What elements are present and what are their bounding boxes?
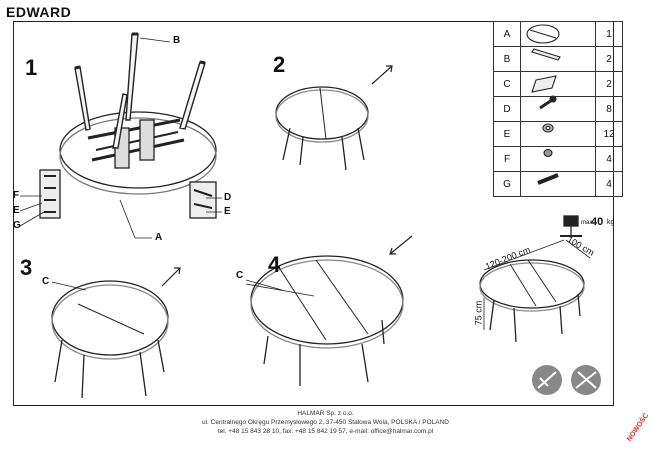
part-icon-cell (520, 121, 596, 147)
callout-g: G (13, 220, 21, 231)
part-quantity: 4 (595, 171, 623, 197)
step1-legs (74, 32, 206, 149)
callout-e-right: E (224, 206, 231, 217)
step2-table (275, 86, 369, 171)
step4-arrow (389, 235, 413, 255)
part-quantity: 1 (595, 21, 623, 47)
callout-e-left: E (13, 205, 20, 216)
part-icon-cell (520, 146, 596, 172)
callout-b: B (173, 35, 181, 46)
max-weight-value: 40 (591, 216, 604, 228)
max-weight-unit: kg (607, 219, 615, 226)
step1-detail-right (189, 181, 217, 219)
step4-table-extended (250, 255, 404, 386)
instruction-frame (13, 21, 614, 406)
part-quantity: 2 (595, 46, 623, 72)
dimension-diagram (479, 239, 591, 343)
part-letter: E (493, 121, 521, 147)
callout-c-step3: C (42, 276, 50, 287)
step-number-3: 3 (20, 255, 33, 280)
weight-icon (560, 215, 582, 237)
max-weight-prefix: max. (581, 220, 595, 226)
part-quantity: 12 (595, 121, 623, 147)
step-number-1: 1 (25, 55, 38, 80)
step-number-2: 2 (273, 52, 286, 77)
part-quantity: 2 (595, 71, 623, 97)
callout-f: F (13, 190, 20, 201)
callout-a: A (155, 232, 163, 243)
parts-row: E 12 (493, 121, 623, 147)
part-letter: F (493, 146, 521, 172)
part-letter: C (493, 71, 521, 97)
callout-c-step4: C (236, 270, 244, 281)
part-letter: B (493, 46, 521, 72)
part-letter: A (493, 21, 521, 47)
dimension-height: 75 cm (473, 300, 484, 326)
part-icon-cell (520, 96, 596, 122)
step-number-4: 4 (268, 252, 281, 277)
part-icon-cell (520, 171, 596, 197)
part-quantity: 4 (595, 146, 623, 172)
step3-arrow (161, 267, 181, 287)
part-letter: D (493, 96, 521, 122)
footer-street: ul. Centralnego Okręgu Przemysłowego 2, … (201, 419, 449, 426)
part-icon-cell (520, 71, 596, 97)
part-icon-cell (520, 46, 596, 72)
step1-detail-left (39, 169, 61, 219)
footer-company: HALMAR Sp. z o.o. (297, 410, 354, 417)
product-title: EDWARD (6, 4, 72, 20)
step2-arrow (371, 65, 393, 85)
footer-contact: tel. +48 15 843 28 10, fax: +48 15 842 1… (217, 428, 434, 435)
step3-table (51, 280, 169, 399)
footer-address: HALMAR Sp. z o.o. ul. Centralnego Okręgu… (0, 409, 651, 436)
safety-pictograms (532, 365, 601, 395)
part-icon-cell (520, 21, 596, 47)
part-letter: G (493, 171, 521, 197)
part-quantity: 8 (595, 96, 623, 122)
callout-d: D (224, 192, 232, 203)
